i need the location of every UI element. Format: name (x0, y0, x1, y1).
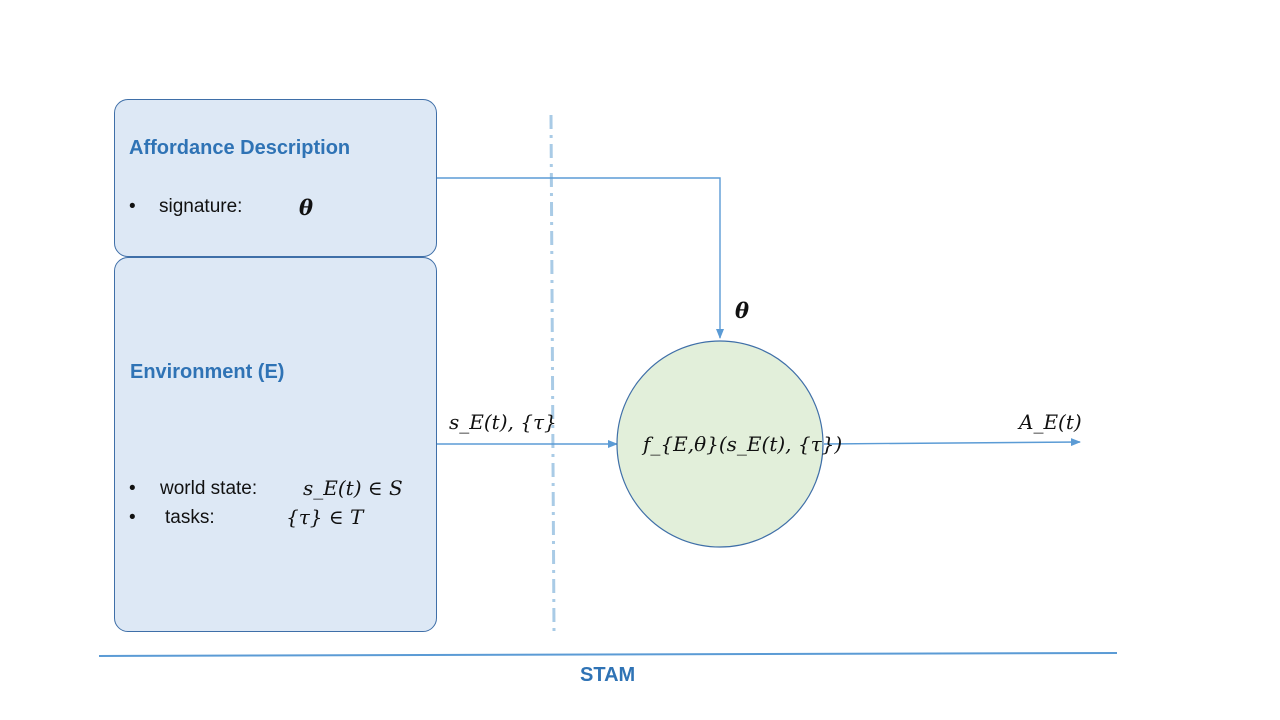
stam-baseline (98, 652, 1118, 657)
environment-title: Environment (E) (130, 361, 285, 383)
environment-box: Environment (E) • world state: s_E(t) ∈ … (114, 257, 437, 632)
theta-parameter-label: θ (735, 298, 750, 323)
affordance-description-box: Affordance Description • signature: θ (114, 99, 437, 257)
signature-value: θ (299, 195, 314, 220)
theta-connector-arrow (437, 177, 724, 339)
affordance-function-label: f_{E,θ}(s_E(t), {τ}) (643, 432, 843, 456)
stam-label: STAM (580, 664, 636, 686)
signature-row: • signature: θ (129, 195, 419, 220)
affordance-output-label: A_E(t) (1019, 410, 1082, 434)
bullet-marker: • (129, 478, 136, 499)
bullet-marker: • (129, 196, 136, 217)
affordance-description-title: Affordance Description (129, 137, 351, 159)
world-state-label: world state: (160, 478, 258, 499)
world-state-row: • world state: s_E(t) ∈ S (129, 476, 429, 504)
signature-label: signature: (159, 196, 243, 217)
bullet-marker: • (129, 507, 136, 528)
tasks-row: • tasks: {τ} ∈ T (129, 505, 429, 533)
world-state-value: s_E(t) ∈ S (303, 476, 403, 500)
dashdot-divider (549, 114, 556, 633)
tasks-label: tasks: (165, 507, 215, 528)
input-state-label: s_E(t), {τ} (449, 410, 557, 434)
output-arrow (823, 438, 1081, 447)
tasks-value: {τ} ∈ T (286, 505, 364, 529)
affordance-function-node (616, 340, 824, 548)
